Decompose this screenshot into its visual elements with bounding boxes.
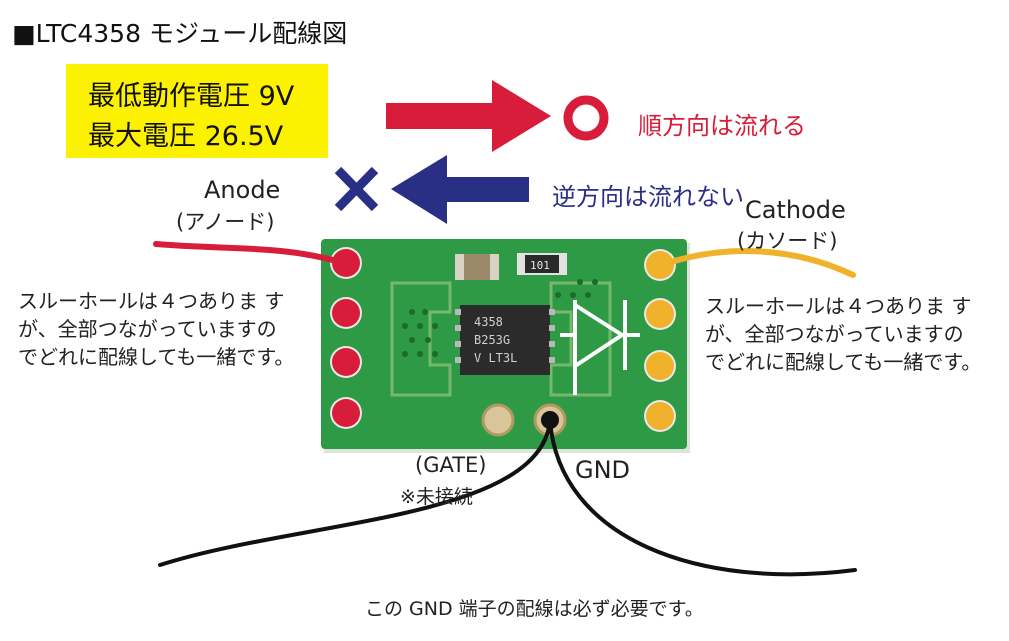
resistor: 101 xyxy=(517,253,567,275)
left-note-line2: が、全部つながっていますの xyxy=(18,317,277,341)
reverse-arrow-icon xyxy=(391,155,529,224)
reverse-label: 逆方向は流れない xyxy=(552,183,744,211)
chip-line1: 4358 xyxy=(474,315,503,329)
gate-pad xyxy=(481,403,515,437)
forward-arrow-icon xyxy=(386,80,551,152)
ltc4358-chip: 4358 B253G V LT3L xyxy=(455,305,555,375)
gnd-wire-right xyxy=(548,419,857,577)
gnd-wire-left xyxy=(158,419,552,567)
max-voltage-text: 最大電圧 26.5V xyxy=(88,121,284,152)
right-note-line2: が、全部つながっていますの xyxy=(705,322,964,346)
spec-box: 最低動作電圧 9V 最大電圧 26.5V xyxy=(66,64,328,158)
page-title: ■LTC4358 モジュール配線図 xyxy=(12,19,348,48)
gate-label: (GATE) xyxy=(415,453,487,477)
left-note-line1: スルーホールは４つありま す xyxy=(18,289,285,313)
min-voltage-text: 最低動作電圧 9V xyxy=(88,81,295,112)
cathode-label: Cathode xyxy=(745,196,846,224)
cross-icon xyxy=(334,166,379,212)
gate-sublabel: ※未接続 xyxy=(400,486,473,508)
chip-line2: B253G xyxy=(474,333,510,347)
resistor-label: 101 xyxy=(530,259,550,272)
via-holes xyxy=(402,279,598,357)
left-note: スルーホールは４つありま す が、全部つながっていますの でどれに配線しても一緒… xyxy=(18,287,294,371)
left-note-line3: でどれに配線しても一緒です。 xyxy=(18,345,295,369)
footer-note: この GND 端子の配線は必ず必要です。 xyxy=(365,598,704,620)
anode-sublabel: (アノード) xyxy=(176,210,275,234)
right-note: スルーホールは４つありま す が、全部つながっていますの でどれに配線しても一緒… xyxy=(705,292,981,376)
anode-wire xyxy=(153,241,343,265)
forward-label: 順方向は流れる xyxy=(638,112,806,140)
cathode-sublabel: (カソード) xyxy=(737,229,838,253)
ok-circle-icon xyxy=(563,95,609,141)
anode-pads xyxy=(330,247,362,429)
cathode-pads xyxy=(644,249,676,432)
cathode-wire xyxy=(659,248,856,278)
gnd-label: GND xyxy=(575,456,631,484)
diode-symbol-icon xyxy=(560,300,640,395)
chip-line3: V LT3L xyxy=(474,351,517,365)
right-note-line3: でどれに配線しても一緒です。 xyxy=(705,350,982,374)
right-note-line1: スルーホールは４つありま す xyxy=(705,294,972,318)
capacitor xyxy=(455,254,499,280)
anode-label: Anode xyxy=(204,176,281,204)
